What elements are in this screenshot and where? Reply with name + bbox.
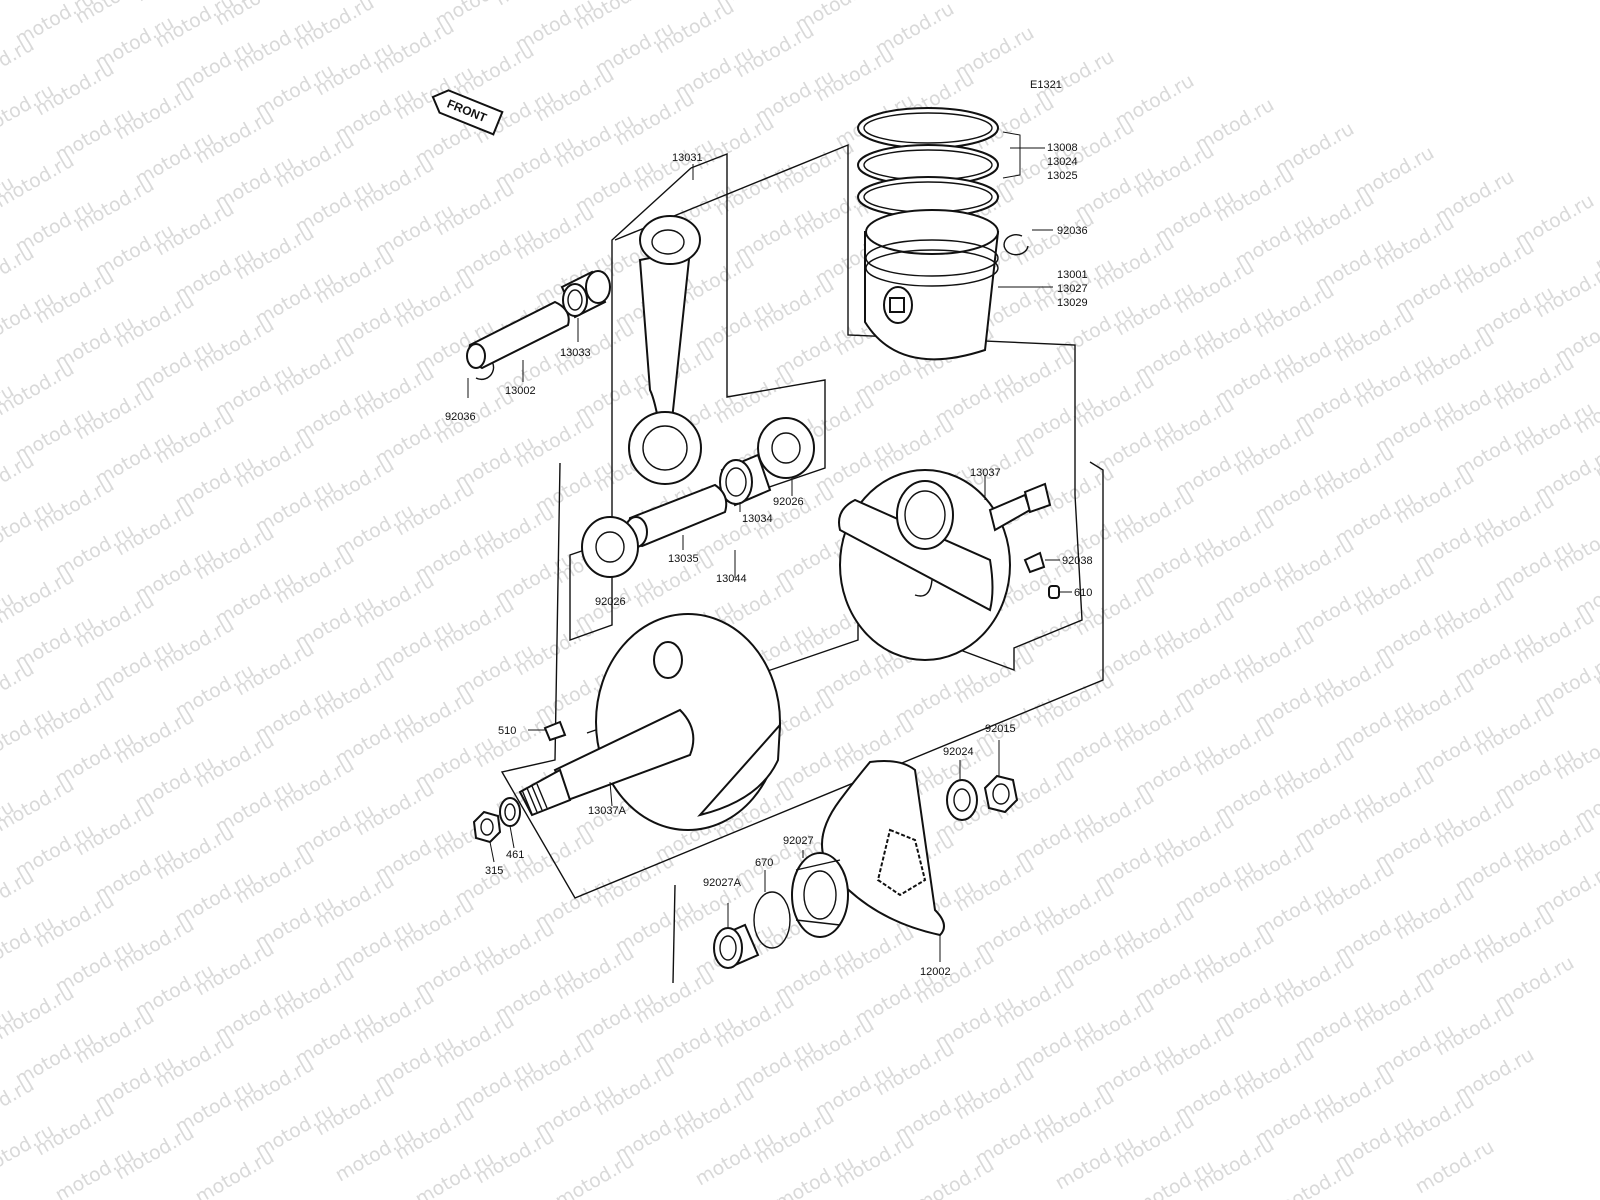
label-92024: 92024 xyxy=(943,746,974,758)
small-end-needle-bearing xyxy=(560,270,611,319)
crankshaft-left-half xyxy=(518,613,782,831)
label-92036-left: 92036 xyxy=(445,411,476,423)
watermark-text: motod.ru xyxy=(1412,1136,1498,1199)
piston-ring-upper xyxy=(857,107,999,149)
part-labels: 13031 13008 13024 13025 92036 13001 1302… xyxy=(445,142,1093,978)
label-92015: 92015 xyxy=(985,723,1016,735)
label-92027a: 92027A xyxy=(703,877,742,889)
label-92036-right: 92036 xyxy=(1057,225,1088,237)
woodruff-key-right xyxy=(1023,551,1046,574)
label-13024: 13024 xyxy=(1047,156,1078,168)
label-315: 315 xyxy=(485,865,503,877)
label-13031: 13031 xyxy=(672,152,703,164)
piston xyxy=(864,209,1000,361)
label-13035: 13035 xyxy=(668,553,699,565)
watermark-text: motod.ru xyxy=(0,658,38,721)
label-13001: 13001 xyxy=(1057,269,1088,281)
thrust-washer-right xyxy=(757,417,815,479)
label-13033: 13033 xyxy=(560,347,591,359)
connecting-rod xyxy=(628,215,702,485)
watermark-text: motod.ru xyxy=(0,450,38,513)
primary-drive-gear xyxy=(791,852,849,938)
nut-315 xyxy=(472,810,502,844)
piston-pin xyxy=(466,300,570,370)
washer-461 xyxy=(499,797,521,827)
watermark-text: motod.ru xyxy=(0,866,38,929)
thrust-washer-left xyxy=(581,516,639,578)
o-ring-670 xyxy=(753,891,791,949)
watermark-text: motod.ru xyxy=(1272,1158,1358,1200)
label-670: 670 xyxy=(755,857,773,869)
primary-gear-plate xyxy=(821,760,945,937)
label-610: 610 xyxy=(1074,587,1092,599)
watermark-text: motod.ru xyxy=(912,1154,998,1200)
label-13037: 13037 xyxy=(970,467,1001,479)
label-13029: 13029 xyxy=(1057,297,1088,309)
label-92026-left: 92026 xyxy=(595,596,626,608)
watermark-text: motod.ru xyxy=(0,1074,38,1137)
watermark-text: motod.ru xyxy=(192,1146,278,1200)
label-92027: 92027 xyxy=(783,835,814,847)
label-461: 461 xyxy=(506,849,524,861)
watermark-text: motod.ru xyxy=(0,34,38,97)
watermark-text: motod.ru xyxy=(0,242,38,305)
label-510: 510 xyxy=(498,725,516,737)
label-13008: 13008 xyxy=(1047,142,1078,154)
diagram-code: E1321 xyxy=(1030,79,1062,91)
washer-92024 xyxy=(946,779,978,821)
nut-92015 xyxy=(983,774,1019,814)
big-end-needle-bearing xyxy=(719,453,772,507)
label-13002: 13002 xyxy=(505,385,536,397)
leader-lines xyxy=(467,131,1072,962)
piston-pin-clip-right xyxy=(1003,234,1029,256)
woodruff-key-left xyxy=(543,720,567,742)
label-92026-right: 92026 xyxy=(773,496,804,508)
watermark-text: motod.ru xyxy=(412,1148,498,1200)
pin-610 xyxy=(1048,585,1060,599)
crankshaft-right-half xyxy=(838,469,1052,661)
gear-group-frame xyxy=(672,884,676,984)
label-13027: 13027 xyxy=(1057,283,1088,295)
label-12002: 12002 xyxy=(920,966,951,978)
watermark-text: motod.ru xyxy=(772,1152,858,1200)
crankshaft-frame xyxy=(500,461,1104,899)
watermark-text: motod.ru xyxy=(552,1150,638,1200)
label-13044: 13044 xyxy=(716,573,747,585)
label-13025: 13025 xyxy=(1047,170,1078,182)
label-13034: 13034 xyxy=(742,513,773,525)
label-13037a: 13037A xyxy=(588,805,627,817)
label-92038: 92038 xyxy=(1062,555,1093,567)
